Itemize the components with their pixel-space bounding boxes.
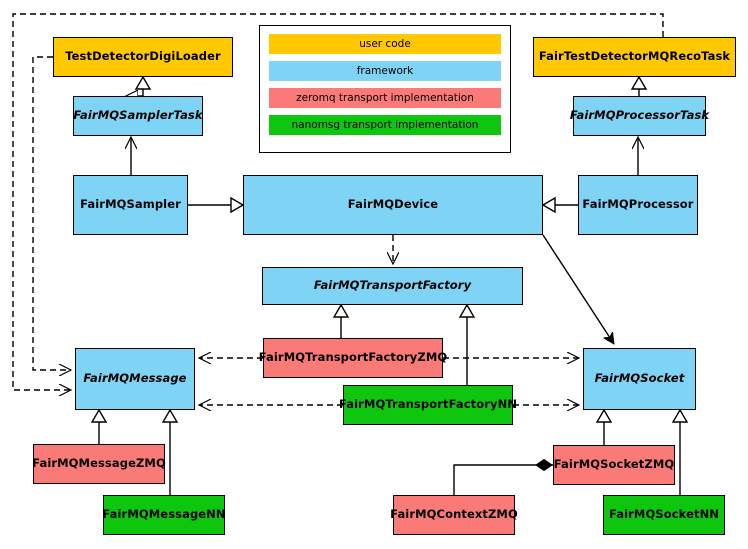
class-node-label: FairMQSamplerTask <box>73 108 203 123</box>
class-node-fairtestdetectormqrecotask[interactable]: FairTestDetectorMQRecoTask <box>533 37 736 77</box>
class-node-fairmqprocessortask[interactable]: FairMQProcessorTask <box>569 96 710 136</box>
class-node-fairmqmessagenn[interactable]: FairMQMessageNN <box>102 495 226 535</box>
edge-processor-to-device-tri <box>541 196 556 214</box>
edge-device-to-socket <box>542 234 615 344</box>
class-node-fairmqsampler[interactable]: FairMQSampler <box>73 175 188 235</box>
class-node-label: FairMQSocketZMQ <box>553 457 675 472</box>
edge-messagenn-to-message-tri <box>161 408 179 423</box>
class-node-label: FairMQSocket <box>594 371 685 386</box>
class-node-fairmqtransportfactory[interactable]: FairMQTransportFactory <box>262 267 523 305</box>
class-node-fairmqtransportfactorynn[interactable]: FairMQTransportFactoryNN <box>339 385 517 425</box>
class-node-label: TestDetectorDigiLoader <box>65 49 221 64</box>
legend-label-user-code: user code <box>359 38 411 50</box>
edge-socketnn-to-socket-tri <box>671 408 689 423</box>
class-node-label: FairMQDevice <box>347 197 439 212</box>
class-node-label: FairMQMessage <box>83 371 187 386</box>
edge-socketzmq-composition-contextzmq <box>453 465 553 495</box>
edge-tfnn-to-tf-tri <box>458 303 476 318</box>
class-node-fairmqdevice[interactable]: FairMQDevice <box>243 175 543 235</box>
class-node-fairmqsocketzmq[interactable]: FairMQSocketZMQ <box>553 445 675 485</box>
class-node-fairmqprocessor[interactable]: FairMQProcessor <box>578 175 698 235</box>
legend-label-framework: framework <box>356 65 414 77</box>
class-node-fairmqmessagezmq[interactable]: FairMQMessageZMQ <box>32 444 166 484</box>
edge-sampler-to-device-tri <box>230 196 245 214</box>
legend-item-zeromq: zeromq transport implementation <box>269 88 501 108</box>
class-node-fairmqtransportfactoryzmq[interactable]: FairMQTransportFactoryZMQ <box>259 338 447 378</box>
class-node-fairmqmessage[interactable]: FairMQMessage <box>75 348 195 410</box>
legend-item-framework: framework <box>269 61 501 81</box>
legend-label-zeromq: zeromq transport implementation <box>296 92 474 104</box>
edge-tfzmq-to-tf-tri <box>332 303 350 318</box>
legend-item-nanomsg: nanomsg transport implementation <box>269 115 501 135</box>
edge-digiloader-to-message <box>32 56 71 370</box>
edge-processortask-tri <box>630 75 648 90</box>
class-node-testdetectordigiloader[interactable]: TestDetectorDigiLoader <box>53 37 233 77</box>
class-node-label: FairMQMessageNN <box>102 507 226 522</box>
class-node-label: FairMQMessageZMQ <box>32 456 166 471</box>
class-node-label: FairMQTransportFactory <box>313 278 472 293</box>
class-node-fairmqcontextzmq[interactable]: FairMQContextZMQ <box>390 495 518 535</box>
edge-messagezmq-to-message-tri <box>90 408 108 423</box>
class-node-label: FairMQContextZMQ <box>390 507 518 522</box>
class-node-label: FairMQProcessor <box>582 197 694 212</box>
class-node-label: FairMQSocketNN <box>608 507 720 522</box>
legend-item-user-code: user code <box>269 34 501 54</box>
edge-samplertask-tri <box>134 75 152 90</box>
class-node-fairmqsocketnn[interactable]: FairMQSocketNN <box>603 495 725 535</box>
class-node-label: FairMQTransportFactoryNN <box>338 397 518 412</box>
class-node-label: FairMQSampler <box>80 197 181 212</box>
class-node-label: FairMQTransportFactoryZMQ <box>258 350 448 365</box>
class-node-label: FairTestDetectorMQRecoTask <box>538 49 731 64</box>
edge-socketzmq-to-socket-tri <box>595 408 613 423</box>
class-node-fairmqsamplertask[interactable]: FairMQSamplerTask <box>73 96 203 136</box>
legend-label-nanomsg: nanomsg transport implementation <box>291 119 479 131</box>
class-node-fairmqsocket[interactable]: FairMQSocket <box>583 348 696 410</box>
legend: user code framework zeromq transport imp… <box>259 25 511 153</box>
class-node-label: FairMQProcessorTask <box>569 108 710 123</box>
